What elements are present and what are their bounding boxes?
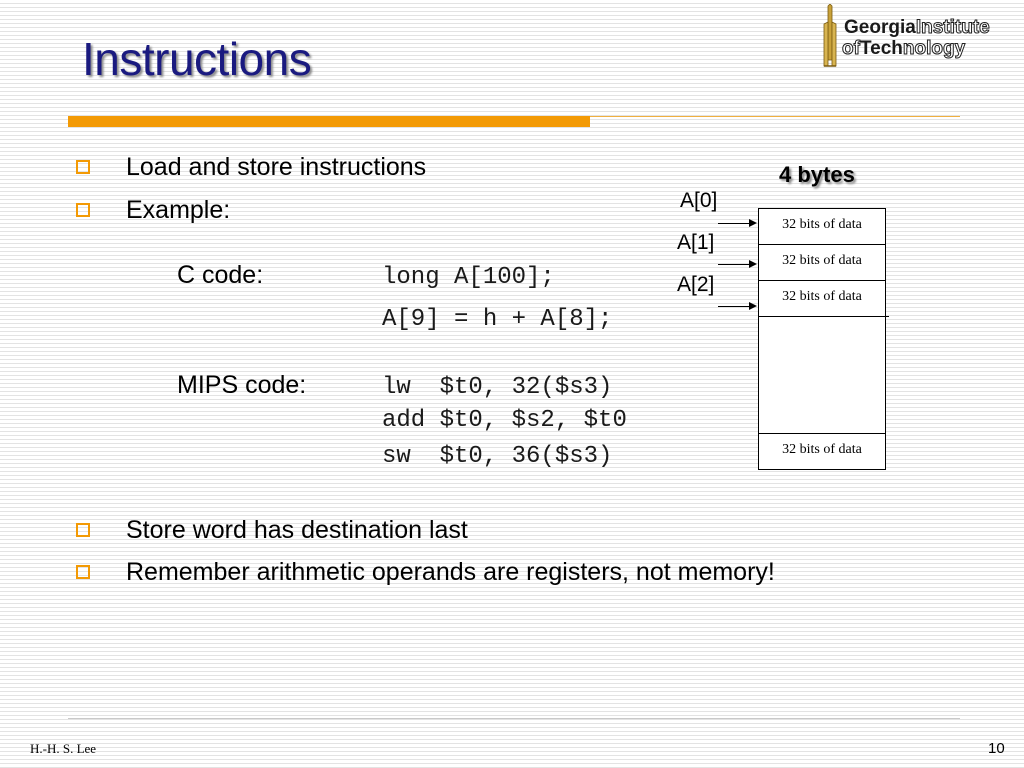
arrow-head-icon — [749, 219, 757, 227]
title-underline-bar — [68, 116, 590, 127]
c-code-label: C code: — [177, 261, 264, 289]
logo-line-2: ofTechnology — [842, 38, 966, 59]
bullet-text: Store word has destination last — [126, 516, 468, 544]
c-code-line: A[9] = h + A[8]; — [382, 306, 613, 333]
index-arrow — [718, 223, 750, 224]
bullet-square-icon — [76, 565, 90, 579]
memory-cell: 32 bits of data — [759, 281, 885, 317]
bullet-text: Load and store instructions — [126, 153, 427, 181]
c-code-line: long A[100]; — [382, 264, 555, 291]
memory-divider-tick — [884, 316, 889, 317]
memory-cell: 32 bits of data — [759, 209, 885, 245]
tower-icon — [823, 4, 837, 67]
logo-line-1: GeorgiaInstitute — [844, 17, 990, 38]
memory-cell: 32 bits of data — [759, 433, 885, 469]
arrow-head-icon — [749, 302, 757, 310]
footer-rule — [68, 718, 960, 719]
array-index-label: A[1] — [677, 231, 715, 254]
memory-block: 32 bits of data 32 bits of data 32 bits … — [758, 208, 886, 470]
arrow-head-icon — [749, 260, 757, 268]
bytes-label: 4 bytes — [779, 162, 855, 187]
bullet-text: Remember arithmetic operands are registe… — [126, 558, 775, 586]
mips-code-label: MIPS code: — [177, 371, 307, 399]
bullet-square-icon — [76, 523, 90, 537]
mips-code-line: sw $t0, 36($s3) — [382, 443, 613, 470]
georgia-tech-logo: GeorgiaInstitute ofTechnology — [820, 4, 1016, 68]
bullet-square-icon — [76, 203, 90, 217]
mips-code-line: add $t0, $s2, $t0 — [382, 407, 627, 434]
memory-cell: 32 bits of data — [759, 245, 885, 281]
title-underline-rule — [590, 116, 960, 117]
footer-author: H.-H. S. Lee — [30, 741, 97, 756]
slide-title: Instructions — [82, 33, 312, 85]
index-arrow — [718, 306, 750, 307]
bullet-square-icon — [76, 160, 90, 174]
index-arrow — [718, 264, 750, 265]
mips-code-line: lw $t0, 32($s3) — [382, 374, 613, 401]
page-number: 10 — [988, 740, 1005, 757]
array-index-label: A[2] — [677, 273, 715, 296]
array-index-label: A[0] — [680, 189, 718, 212]
bullet-text: Example: — [126, 196, 231, 224]
